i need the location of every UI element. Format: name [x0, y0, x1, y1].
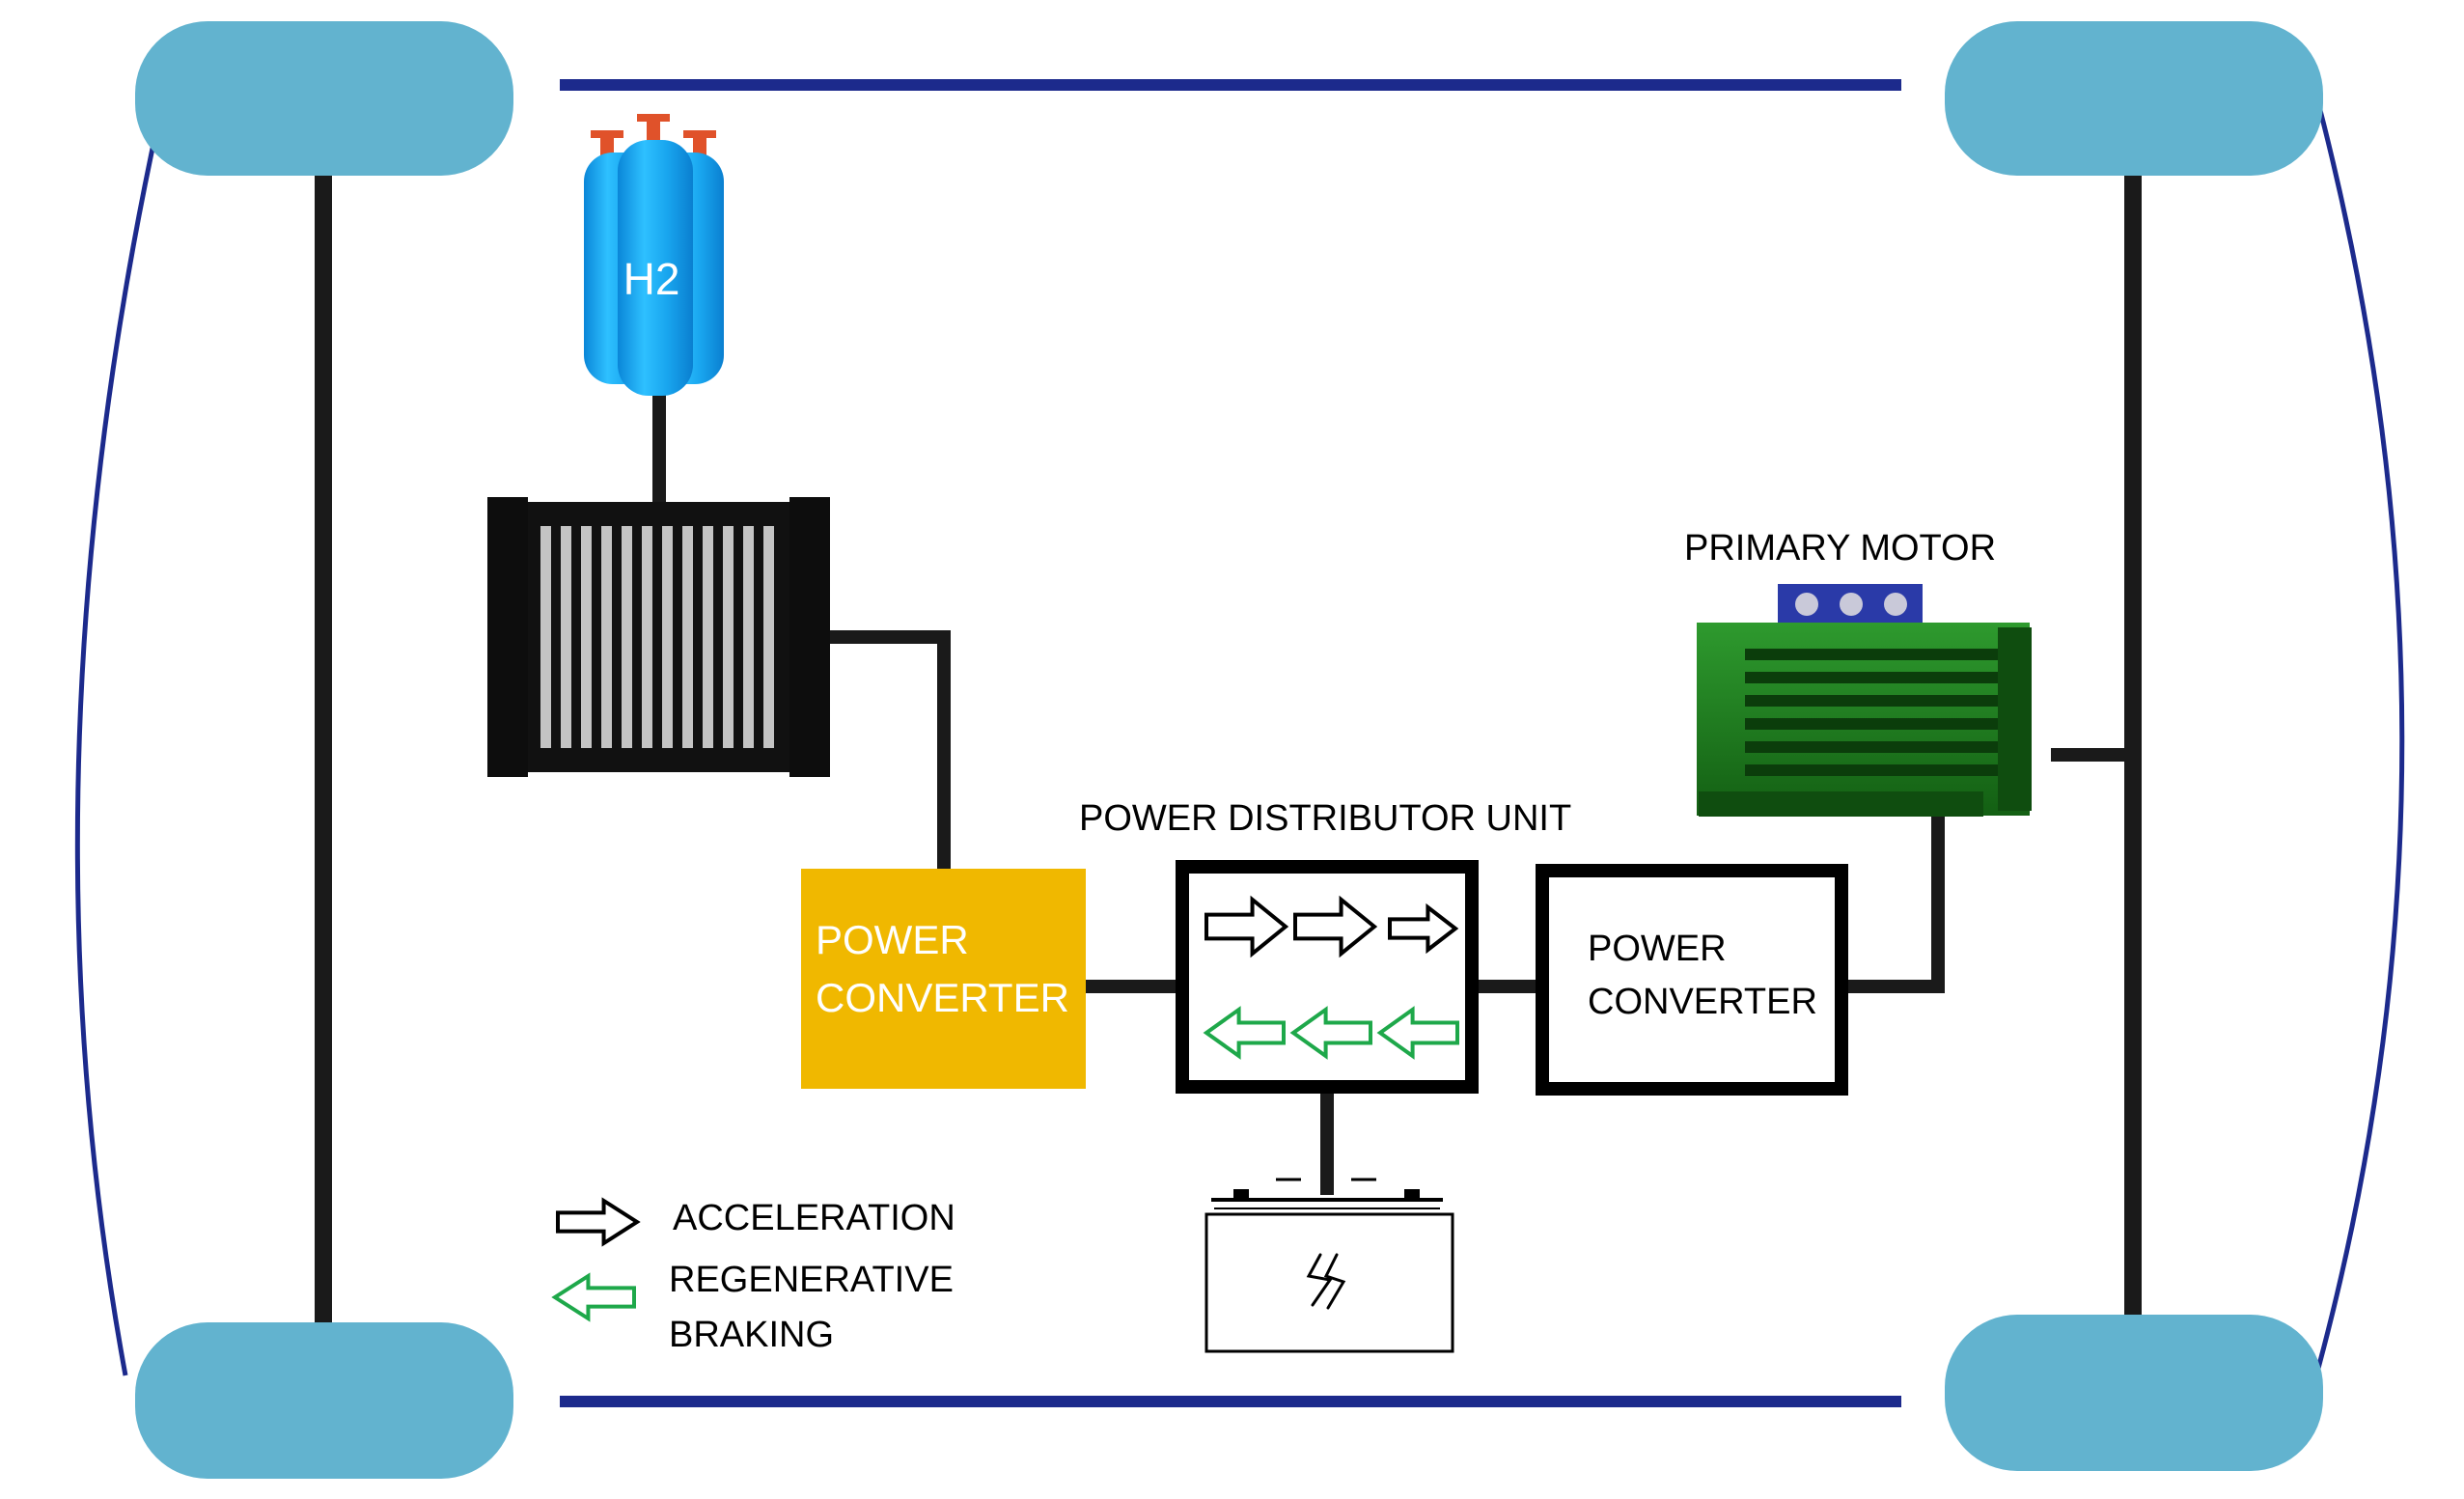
- fuel-cell-fin: [763, 526, 774, 748]
- pdu-regen-arrow-icon: [1203, 1006, 1286, 1060]
- power-converter-right-label-line1: POWER: [1588, 929, 1727, 969]
- motor-terminal-3: [1884, 593, 1907, 616]
- battery-lightning-icon: [1306, 1253, 1346, 1310]
- motor-fin: [1745, 649, 1998, 660]
- wire-converter-to-motor: [1845, 811, 1945, 993]
- pdu-acceleration-arrow-icon: [1388, 902, 1459, 955]
- wheel-front-right: [1945, 21, 2323, 176]
- legend-regen-arrow-icon: [551, 1272, 636, 1322]
- legend-regen-label-line1: REGENERATIVE: [669, 1260, 954, 1300]
- fuel-cell-plate-right: [789, 497, 830, 777]
- tank-label: H2: [623, 254, 680, 304]
- power-converter-right-box: [1536, 864, 1848, 1096]
- tank-valve-cap-center: [637, 114, 670, 122]
- fuel-cell-stack: [487, 497, 830, 777]
- motor-fin: [1745, 764, 1998, 776]
- chassis-right-curve: [2309, 76, 2405, 1376]
- pdu-acceleration-arrow-icon: [1204, 895, 1289, 958]
- power-distributor-unit: POWER DISTRIBUTOR UNIT: [1079, 798, 1571, 1094]
- primary-motor: PRIMARY MOTOR: [1684, 528, 2032, 817]
- fuel-cell-fin: [743, 526, 754, 748]
- wheels: [135, 21, 2323, 1479]
- motor-label: PRIMARY MOTOR: [1684, 528, 1996, 569]
- fuel-cell-fin: [561, 526, 571, 748]
- pdu-label: POWER DISTRIBUTOR UNIT: [1079, 798, 1571, 839]
- battery-terminal-pos: [1404, 1189, 1420, 1201]
- chassis-left-curve: [74, 52, 177, 1376]
- connections: [652, 391, 2133, 1195]
- fuel-cell-fin: [601, 526, 612, 748]
- battery: [1204, 1178, 1454, 1353]
- chassis: [74, 52, 2405, 1407]
- battery-terminal-neg: [1233, 1189, 1249, 1201]
- wire-stack-to-converter: [820, 630, 951, 878]
- tank-cylinder-center: [618, 140, 693, 396]
- motor-fins: [1745, 649, 1998, 776]
- fuel-cell-fin: [622, 526, 632, 748]
- pdu-regen-arrow-icon: [1289, 1006, 1372, 1060]
- power-converter-left-box: [801, 869, 1086, 1089]
- tank-valve-center: [647, 116, 660, 145]
- fuel-cell-fin: [581, 526, 592, 748]
- fuel-cell-fin: [540, 526, 551, 748]
- legend-acceleration-arrow-shape: [556, 1197, 641, 1247]
- legend-regen-arrow-shape: [551, 1272, 636, 1322]
- pdu-acceleration-arrow-icon: [1293, 895, 1378, 958]
- legend-acceleration-arrow-icon: [556, 1197, 641, 1247]
- wheel-front-left: [135, 21, 513, 176]
- tank-valve-right: [693, 135, 706, 158]
- hydrogen-tank: H2: [584, 114, 724, 396]
- fuel-cell-fin: [682, 526, 693, 748]
- power-converter-left: POWER CONVERTER: [801, 869, 1086, 1089]
- power-converter-left-label-line1: POWER: [816, 917, 969, 962]
- axles: [315, 154, 2142, 1337]
- motor-endcap: [1998, 627, 2032, 811]
- pdu-arrows: [1203, 895, 1459, 1060]
- motor-fin: [1745, 741, 1998, 753]
- tank-valve-cap-left: [591, 130, 623, 138]
- tank-valve-cap-right: [683, 130, 716, 138]
- pdu-regen-arrow-icon: [1376, 1006, 1459, 1060]
- wheel-rear-left: [135, 1322, 513, 1479]
- fuel-cell-plate-left: [487, 497, 528, 777]
- fuel-cell-fin: [662, 526, 673, 748]
- motor-fin: [1745, 718, 1998, 730]
- fuel-cell-fin: [642, 526, 652, 748]
- power-converter-left-label-line2: CONVERTER: [816, 975, 1069, 1020]
- motor-terminal-2: [1840, 593, 1863, 616]
- motor-fin: [1745, 695, 1998, 707]
- fuel-cell-fin: [703, 526, 713, 748]
- fuel-cell-fins: [540, 526, 774, 748]
- motor-terminal-1: [1795, 593, 1818, 616]
- legend: ACCELERATION REGENERATIVE BRAKING: [551, 1197, 955, 1355]
- legend-regen-label-line2: BRAKING: [669, 1315, 834, 1355]
- motor-base: [1699, 791, 1983, 817]
- legend-acceleration-label: ACCELERATION: [673, 1198, 955, 1238]
- fuel-cell-fin: [723, 526, 734, 748]
- power-converter-right-label-line2: CONVERTER: [1588, 982, 1817, 1022]
- tank-valve-left: [600, 135, 614, 158]
- power-converter-right: POWER CONVERTER: [1536, 864, 1848, 1096]
- wheel-rear-right: [1945, 1315, 2323, 1471]
- motor-fin: [1745, 672, 1998, 683]
